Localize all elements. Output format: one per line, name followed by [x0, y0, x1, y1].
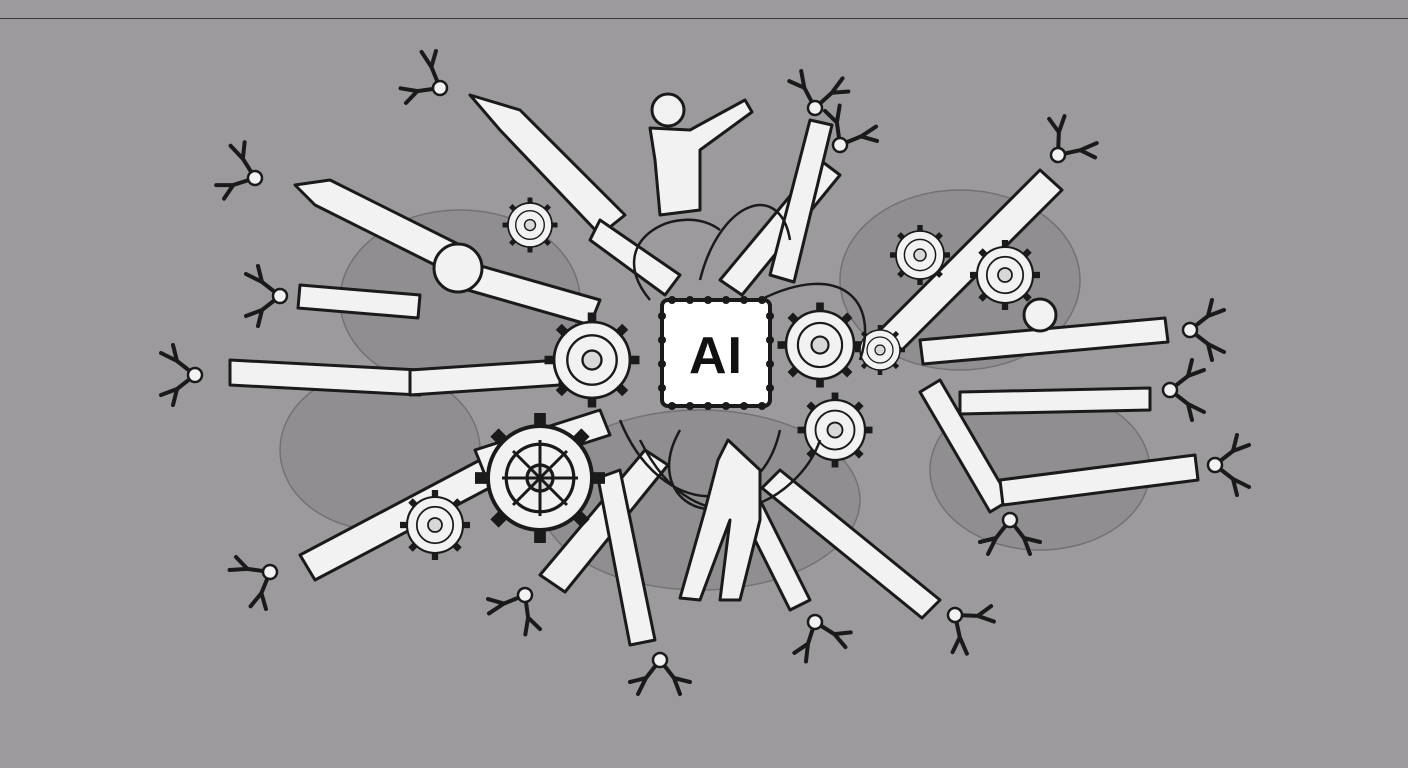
- human-figures: [648, 92, 762, 602]
- cables: [618, 203, 867, 511]
- ai-chip: [658, 296, 774, 410]
- top-divider: [0, 18, 1408, 19]
- wheel-spokes: [502, 440, 578, 516]
- ai-chip-label: AI: [689, 327, 743, 385]
